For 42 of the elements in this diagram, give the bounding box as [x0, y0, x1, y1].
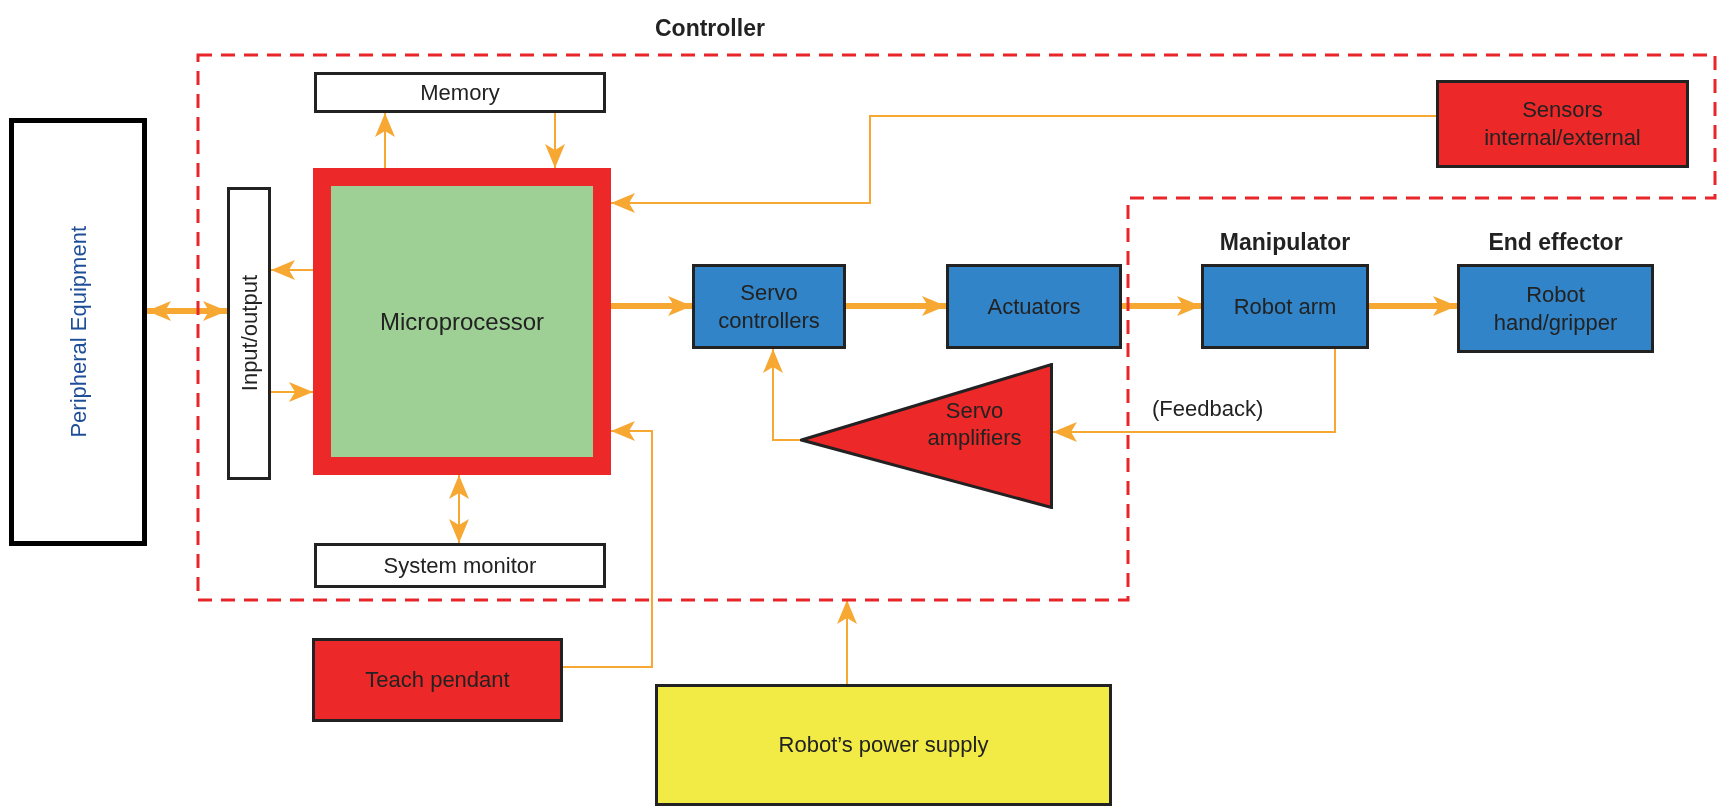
- box-label: Sensors internal/external: [1483, 96, 1642, 152]
- arrow: [449, 474, 469, 544]
- arrow: [610, 115, 1437, 213]
- arrow: [611, 296, 692, 316]
- process-box: [9, 118, 147, 546]
- arrow: [545, 112, 565, 169]
- arrow: [147, 301, 227, 321]
- process-box: [227, 187, 271, 480]
- arrow: [1122, 296, 1201, 316]
- process-box: [312, 638, 563, 722]
- arrow: [375, 112, 395, 169]
- arrow: [562, 421, 653, 668]
- process-box: [1436, 80, 1689, 168]
- box-label: System monitor: [383, 551, 537, 580]
- box-label: Robot’s power supply: [778, 731, 989, 759]
- processor-box: [313, 168, 611, 475]
- arrow: [846, 296, 946, 316]
- amplifier-triangle: [800, 363, 1053, 509]
- box-label: Peripheral Equipment: [64, 226, 92, 438]
- process-box: [314, 543, 606, 588]
- box-label: Robot arm: [1233, 292, 1337, 321]
- process-box: [655, 684, 1112, 806]
- arrow: [270, 260, 314, 280]
- arrow: [1052, 348, 1336, 442]
- arrow: [1369, 296, 1457, 316]
- block-heading: Manipulator: [1219, 228, 1351, 257]
- box-label: Memory: [420, 78, 500, 107]
- box-label: Servo amplifiers: [927, 398, 1022, 450]
- box-label: Servo controllers: [717, 278, 821, 335]
- box-label: Robot hand/gripper: [1492, 280, 1619, 337]
- arrow: [763, 348, 801, 441]
- group-title: Controller: [655, 14, 765, 43]
- box-label: Microprocessor: [379, 306, 544, 337]
- box-label: Teach pendant: [365, 666, 510, 694]
- box-label: Actuators: [987, 292, 1081, 321]
- box-label: Input/output: [235, 275, 263, 392]
- process-box: [314, 72, 606, 113]
- arrow: [270, 382, 314, 402]
- process-box: [692, 264, 846, 349]
- block-heading: End effector: [1488, 228, 1623, 257]
- arrow: [837, 599, 857, 685]
- process-box: [946, 264, 1122, 349]
